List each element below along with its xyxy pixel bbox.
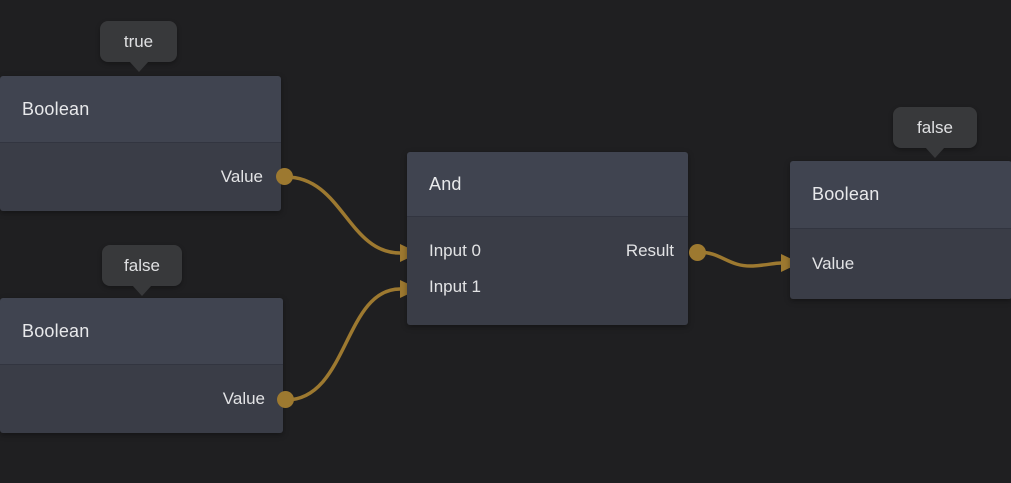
port-row-value: Value [790,229,1011,299]
node-body: Value [790,228,1011,299]
wire-boolean1-to-input0[interactable] [284,175,402,255]
node-title: Boolean [22,320,90,341]
output-port-dot-boolean-false[interactable] [277,391,294,408]
value-tooltip-true: true [100,21,177,62]
input-port-label: Value [812,254,855,273]
input-port-label: Input 1 [429,277,481,296]
node-title: Boolean [22,98,90,119]
tooltip-text: false [124,255,160,275]
output-port-label: Result [625,241,674,260]
output-port-label: Value [220,167,263,186]
wire-result-to-value[interactable] [696,250,783,268]
node-title: Boolean [812,184,880,204]
node-body: Value [0,142,281,211]
port-row-input0-result: Input 0 Result [407,233,688,269]
wire-boolean2-to-input1[interactable] [284,287,402,402]
node-header: Boolean [0,76,281,142]
node-header: Boolean [790,161,1011,228]
input-port-label: Input 0 [429,241,481,260]
port-row-input1: Input 1 [407,269,688,305]
output-port-dot-and-result[interactable] [689,244,706,261]
tooltip-text: false [917,117,953,137]
value-tooltip-false: false [102,245,182,286]
tooltip-text: true [123,31,154,51]
node-boolean-result[interactable]: Boolean Value [790,161,1011,299]
output-port-dot-boolean-true[interactable] [276,168,293,185]
output-port-label: Value [222,389,265,408]
node-and[interactable]: And Input 0 Result Input 1 [407,152,688,325]
node-header: Boolean [0,298,283,364]
node-boolean-true[interactable]: Boolean Value [0,76,281,211]
port-row-value: Value [0,143,281,211]
node-body: Input 0 Result Input 1 [407,216,688,325]
value-tooltip-result-false: false [893,107,977,148]
node-boolean-false[interactable]: Boolean Value [0,298,283,433]
node-body: Value [0,364,283,433]
node-header: And [407,152,688,216]
port-row-value: Value [0,365,283,433]
node-title: And [429,173,462,194]
